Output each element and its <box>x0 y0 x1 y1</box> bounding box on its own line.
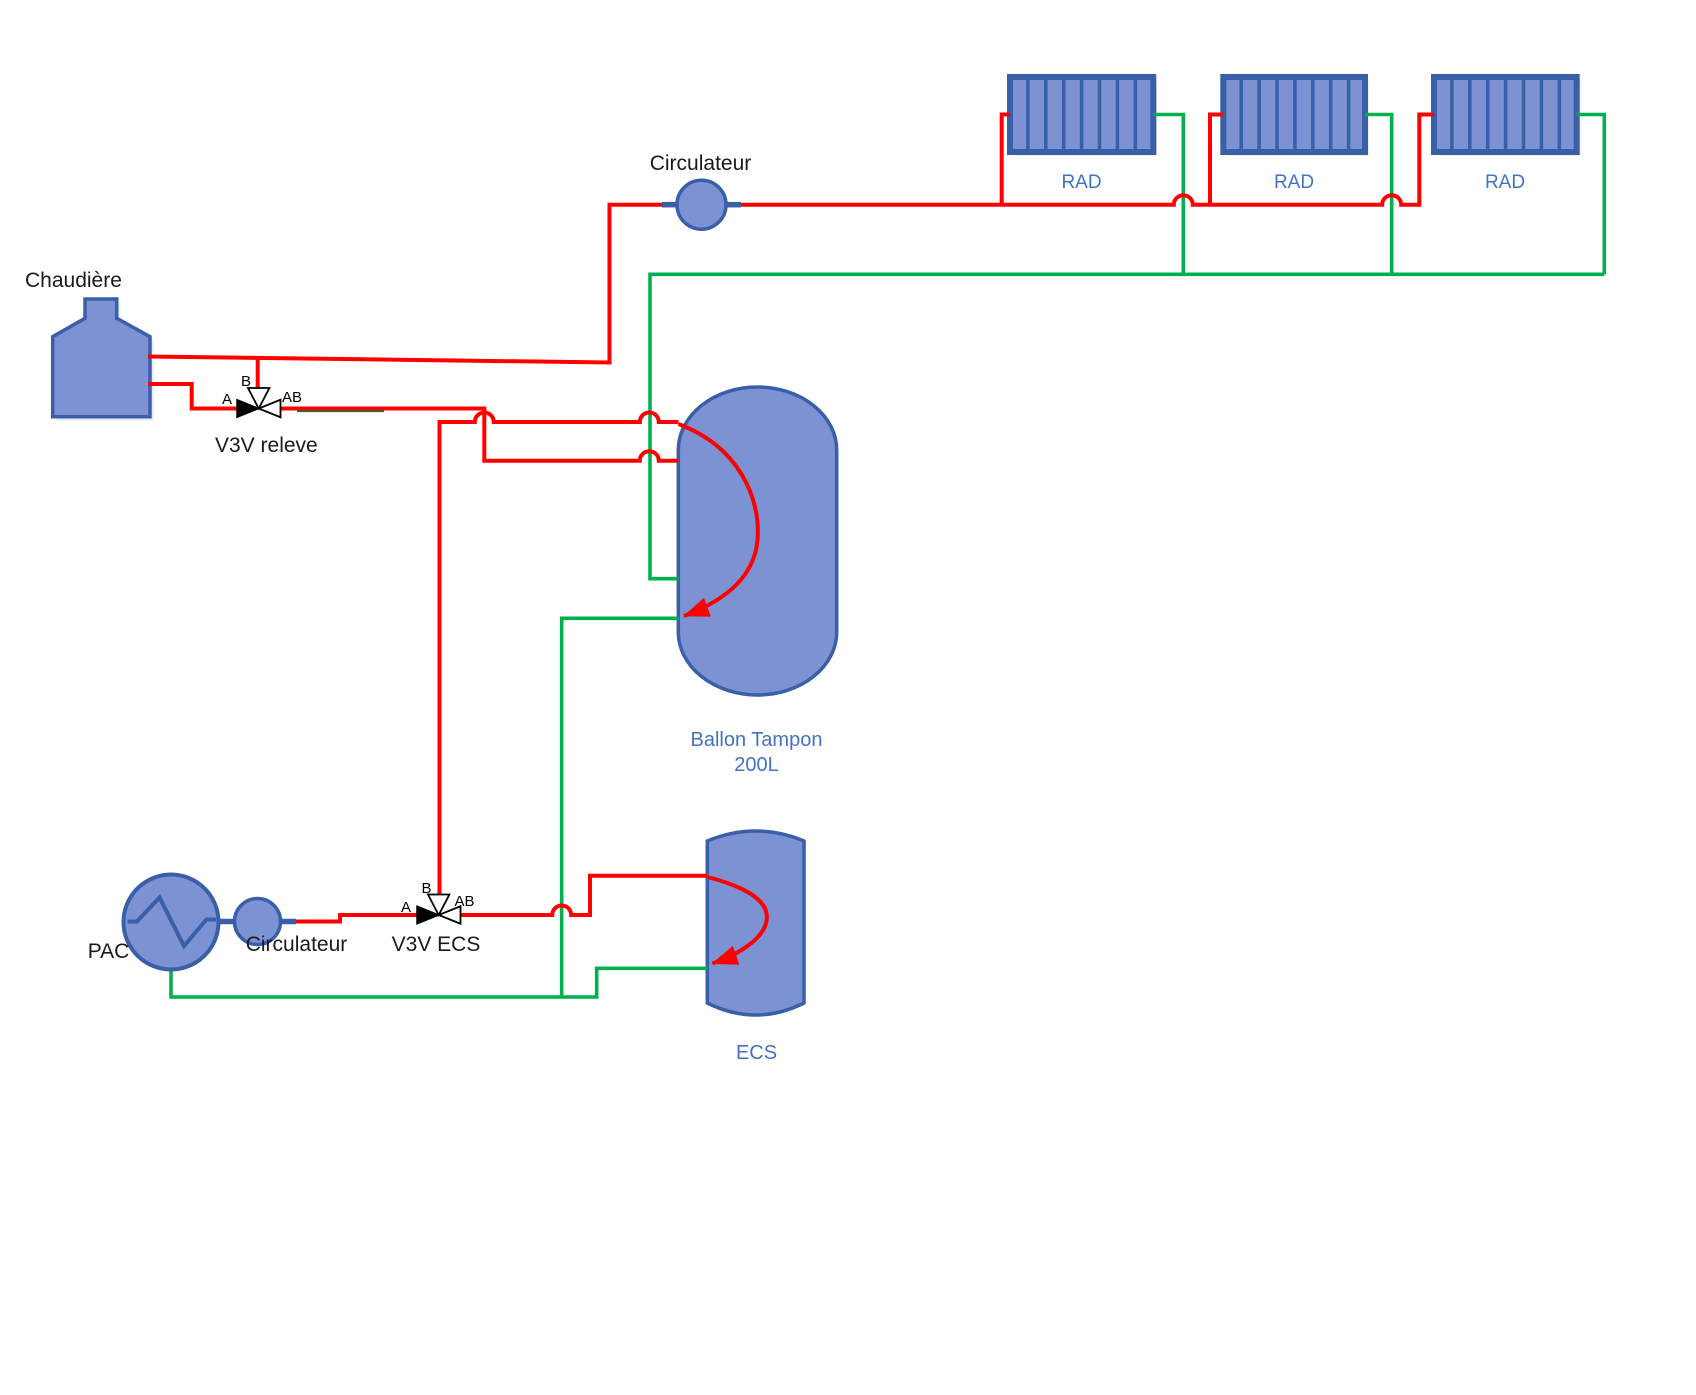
supply-pipe-pac-to-valve-ecs <box>295 913 417 924</box>
valve-ecs-label: V3V ECS <box>392 933 481 956</box>
boiler-label: Chaudière <box>25 269 122 292</box>
supply-riser-radiator-1 <box>999 112 1010 205</box>
supply-pipe-valve-ecs-ab-to-ecs <box>461 873 707 917</box>
ecs-tank <box>705 829 806 1017</box>
supply-pipe-valve-ab-to-buffer <box>281 406 679 463</box>
valve-releve-triangle-ab <box>256 398 282 419</box>
valve-ecs-triangle-a <box>416 905 441 925</box>
radiator-3-label: RAD <box>1485 172 1525 193</box>
radiator-2-label: RAD <box>1274 172 1314 193</box>
return-pipe-radiators-main <box>648 272 1605 581</box>
radiator-2 <box>1220 74 1369 155</box>
pac-zigzag-icon <box>127 894 216 950</box>
flow-arrow-buffer-tank <box>677 422 760 618</box>
flow-arrow-ecs-tank <box>706 875 769 966</box>
circulator-heating-body <box>675 178 728 231</box>
pac-label: PAC <box>88 940 130 963</box>
circulator-pac-body <box>232 896 283 947</box>
buffer-tank-name-label: Ballon Tampon <box>691 729 823 751</box>
boiler-shape <box>50 297 152 419</box>
circulator-heating-label: Circulateur <box>650 152 752 175</box>
valve-releve-port-a-label: A <box>222 391 232 408</box>
radiator-1-fins <box>1026 80 1138 149</box>
radiator-3-fins <box>1450 80 1562 149</box>
valve-releve-label: V3V releve <box>215 434 318 457</box>
circulator-pac-label: Circulateur <box>246 933 348 956</box>
return-pipe-radiator-3 <box>1576 112 1607 275</box>
valve-ecs-triangle-ab <box>436 904 462 926</box>
supply-pipe-boiler-to-radiators <box>147 112 1434 365</box>
supply-pipe-valve-ecs-b-to-buffer <box>437 410 679 895</box>
pac-unit <box>121 872 221 972</box>
buffer-tank-capacity-label: 200L <box>734 754 779 776</box>
circulator-pump-heating <box>662 178 741 231</box>
return-pipe-pac-ecs <box>169 966 708 999</box>
radiator-3 <box>1431 74 1580 155</box>
valve-ecs-port-a-label: A <box>401 899 411 916</box>
return-pipe-buffer-branch <box>559 616 679 997</box>
return-pipe-radiator-2 <box>1365 112 1394 275</box>
supply-pipe-boiler-to-valve-a <box>148 382 237 411</box>
valve-ecs <box>416 893 462 926</box>
ecs-tank-label: ECS <box>736 1042 777 1064</box>
circulator-pump-pac <box>219 896 296 947</box>
valve-releve-triangle-a <box>236 398 261 419</box>
valve-ecs-port-ab-label: AB <box>454 893 474 910</box>
valve-ecs-port-b-label: B <box>421 880 431 897</box>
valve-releve-port-ab-label: AB <box>282 389 302 406</box>
valve-releve-triangle-b <box>246 387 271 411</box>
radiator-2-fins <box>1239 80 1351 149</box>
valve-releve-port-b-label: B <box>241 373 251 390</box>
return-pipe-radiator-1 <box>1153 112 1186 275</box>
radiator-1-label: RAD <box>1061 172 1101 193</box>
radiator-1 <box>1007 74 1157 155</box>
supply-riser-radiator-2 <box>1208 112 1224 205</box>
valve-releve <box>236 387 282 419</box>
valve-ecs-triangle-b <box>426 893 451 917</box>
